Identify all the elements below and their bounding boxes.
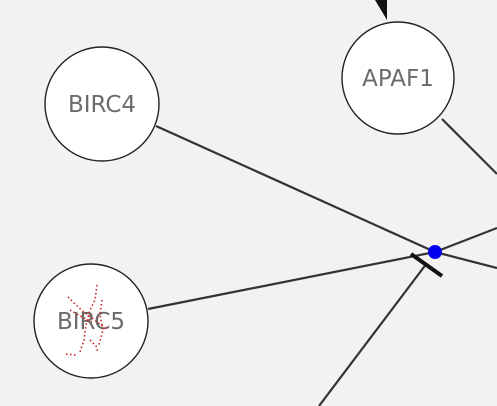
- node-birc4-label: BIRC4: [68, 92, 136, 118]
- arrowhead-into-apaf1: [375, 0, 387, 20]
- edge-bottom-inhibition: [318, 262, 428, 406]
- edge-birc4-junction: [155, 124, 436, 254]
- node-apaf1-circle: [341, 21, 455, 135]
- node-birc5[interactable]: BIRC5: [33, 263, 149, 379]
- inhibition-bar: [409, 252, 444, 278]
- node-birc4[interactable]: BIRC4: [44, 46, 160, 162]
- node-apaf1-label: APAF1: [362, 66, 434, 92]
- node-birc4-circle: [44, 46, 160, 162]
- junction-point[interactable]: [428, 245, 442, 259]
- edge-apaf1-right: [441, 118, 497, 175]
- node-birc5-circle: [33, 263, 149, 379]
- edge-birc5-junction: [147, 250, 436, 311]
- node-apaf1[interactable]: APAF1: [341, 21, 455, 135]
- structure-marker-icon: [65, 284, 109, 356]
- edge-junction-right-lower: [434, 250, 497, 270]
- edge-junction-right-upper: [434, 226, 497, 254]
